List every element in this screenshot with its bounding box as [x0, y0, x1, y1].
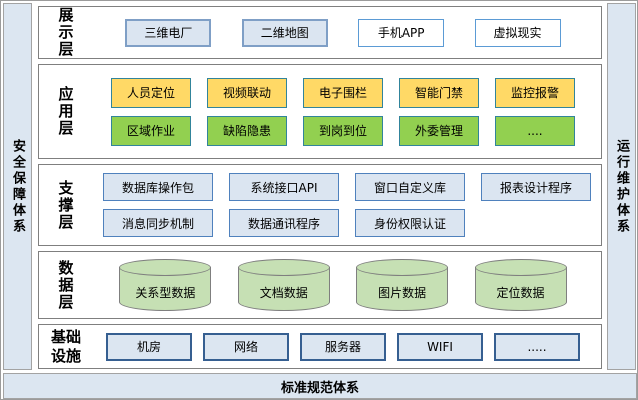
cylinder-positioning-data: 定位数据	[474, 259, 567, 311]
app-box-electronic-fence: 电子围栏	[303, 77, 383, 108]
support-box-identity-auth: 身份权限认证	[355, 209, 465, 237]
layer-support-label: 支撑层	[56, 179, 75, 231]
app-box-monitor-alarm: 监控报警	[495, 77, 575, 108]
app-box-smart-access: 智能门禁	[399, 77, 479, 108]
app-box-video-linkage: 视频联动	[207, 77, 287, 108]
cylinder-relational-data: 关系型数据	[119, 259, 212, 311]
security-system-label: 安全保障体系	[10, 138, 25, 235]
support-row-2: 消息同步机制 数据通讯程序 身份权限认证	[95, 209, 591, 237]
standards-system-label: 标准规范体系	[280, 380, 359, 396]
operation-maintenance-label: 运行维护体系	[614, 138, 629, 235]
cylinder-image-data: 图片数据	[356, 259, 449, 311]
support-box-message-sync: 消息同步机制	[103, 209, 213, 237]
cylinder-top	[119, 259, 212, 276]
app-box-area-work: 区域作业	[111, 115, 191, 146]
support-box-report-designer: 报表设计程序	[481, 173, 591, 201]
layer-infrastructure: 基础设施 机房 网络 服务器 WIFI .....	[38, 324, 602, 369]
cylinder-top	[237, 259, 330, 276]
layer-data: 数据层 关系型数据 文档数据 图片数据 定位数据	[38, 251, 602, 319]
support-box-data-comm: 数据通讯程序	[229, 209, 339, 237]
support-box-window-custom-lib: 窗口自定义库	[355, 173, 465, 201]
application-row-1: 人员定位 视频联动 电子围栏 智能门禁 监控报警	[95, 77, 591, 108]
display-box-3d-plant: 三维电厂	[125, 18, 212, 47]
app-box-ellipsis: ....	[495, 115, 575, 146]
cylinder-document-data: 文档数据	[237, 259, 330, 311]
operation-maintenance-sidebar: 运行维护体系	[607, 3, 636, 370]
support-box-system-api: 系统接口API	[229, 173, 339, 201]
security-system-sidebar: 安全保障体系	[3, 3, 32, 370]
display-box-mobile-app: 手机APP	[358, 18, 445, 47]
standards-system-bar: 标准规范体系	[3, 373, 637, 399]
app-box-on-duty: 到岗到位	[303, 115, 383, 146]
infra-box-network: 网络	[203, 332, 289, 361]
cylinder-top	[474, 259, 567, 276]
display-box-2d-map: 二维地图	[241, 18, 328, 47]
support-row-1: 数据库操作包 系统接口API 窗口自定义库 报表设计程序	[95, 173, 591, 201]
app-box-defect-hazard: 缺陷隐患	[207, 115, 287, 146]
infra-box-server: 服务器	[300, 332, 386, 361]
layer-infrastructure-content: 机房 网络 服务器 WIFI .....	[93, 325, 601, 368]
layer-display-label: 展示层	[56, 7, 75, 58]
support-box-db-package: 数据库操作包	[103, 173, 213, 201]
display-row: 三维电厂 二维地图 手机APP 虚拟现实	[95, 18, 591, 47]
layer-display-content: 三维电厂 二维地图 手机APP 虚拟现实	[93, 7, 601, 58]
cylinder-top	[356, 259, 449, 276]
infra-box-wifi: WIFI	[397, 332, 483, 361]
layer-support: 支撑层 数据库操作包 系统接口API 窗口自定义库 报表设计程序 消息同步机制 …	[38, 164, 602, 246]
infra-box-ellipsis: .....	[494, 332, 580, 361]
app-box-personnel-positioning: 人员定位	[111, 77, 191, 108]
layer-application-content: 人员定位 视频联动 电子围栏 智能门禁 监控报警 区域作业 缺陷隐患 到岗到位 …	[93, 65, 601, 158]
infra-box-machine-room: 机房	[106, 332, 192, 361]
display-box-vr: 虚拟现实	[474, 18, 561, 47]
layer-application: 应用层 人员定位 视频联动 电子围栏 智能门禁 监控报警 区域作业 缺陷隐患 到…	[38, 64, 602, 159]
infrastructure-row: 机房 网络 服务器 WIFI .....	[95, 332, 591, 361]
layer-support-content: 数据库操作包 系统接口API 窗口自定义库 报表设计程序 消息同步机制 数据通讯…	[93, 165, 601, 245]
application-row-2: 区域作业 缺陷隐患 到岗到位 外委管理 ....	[95, 115, 591, 146]
layer-application-label: 应用层	[56, 86, 75, 137]
layer-infrastructure-label: 基础设施	[51, 327, 82, 365]
data-cylinder-row: 关系型数据 文档数据 图片数据 定位数据	[93, 252, 601, 318]
layer-display: 展示层 三维电厂 二维地图 手机APP 虚拟现实	[38, 6, 602, 59]
app-box-outsourcing: 外委管理	[399, 115, 479, 146]
layer-data-label: 数据层	[56, 259, 75, 311]
